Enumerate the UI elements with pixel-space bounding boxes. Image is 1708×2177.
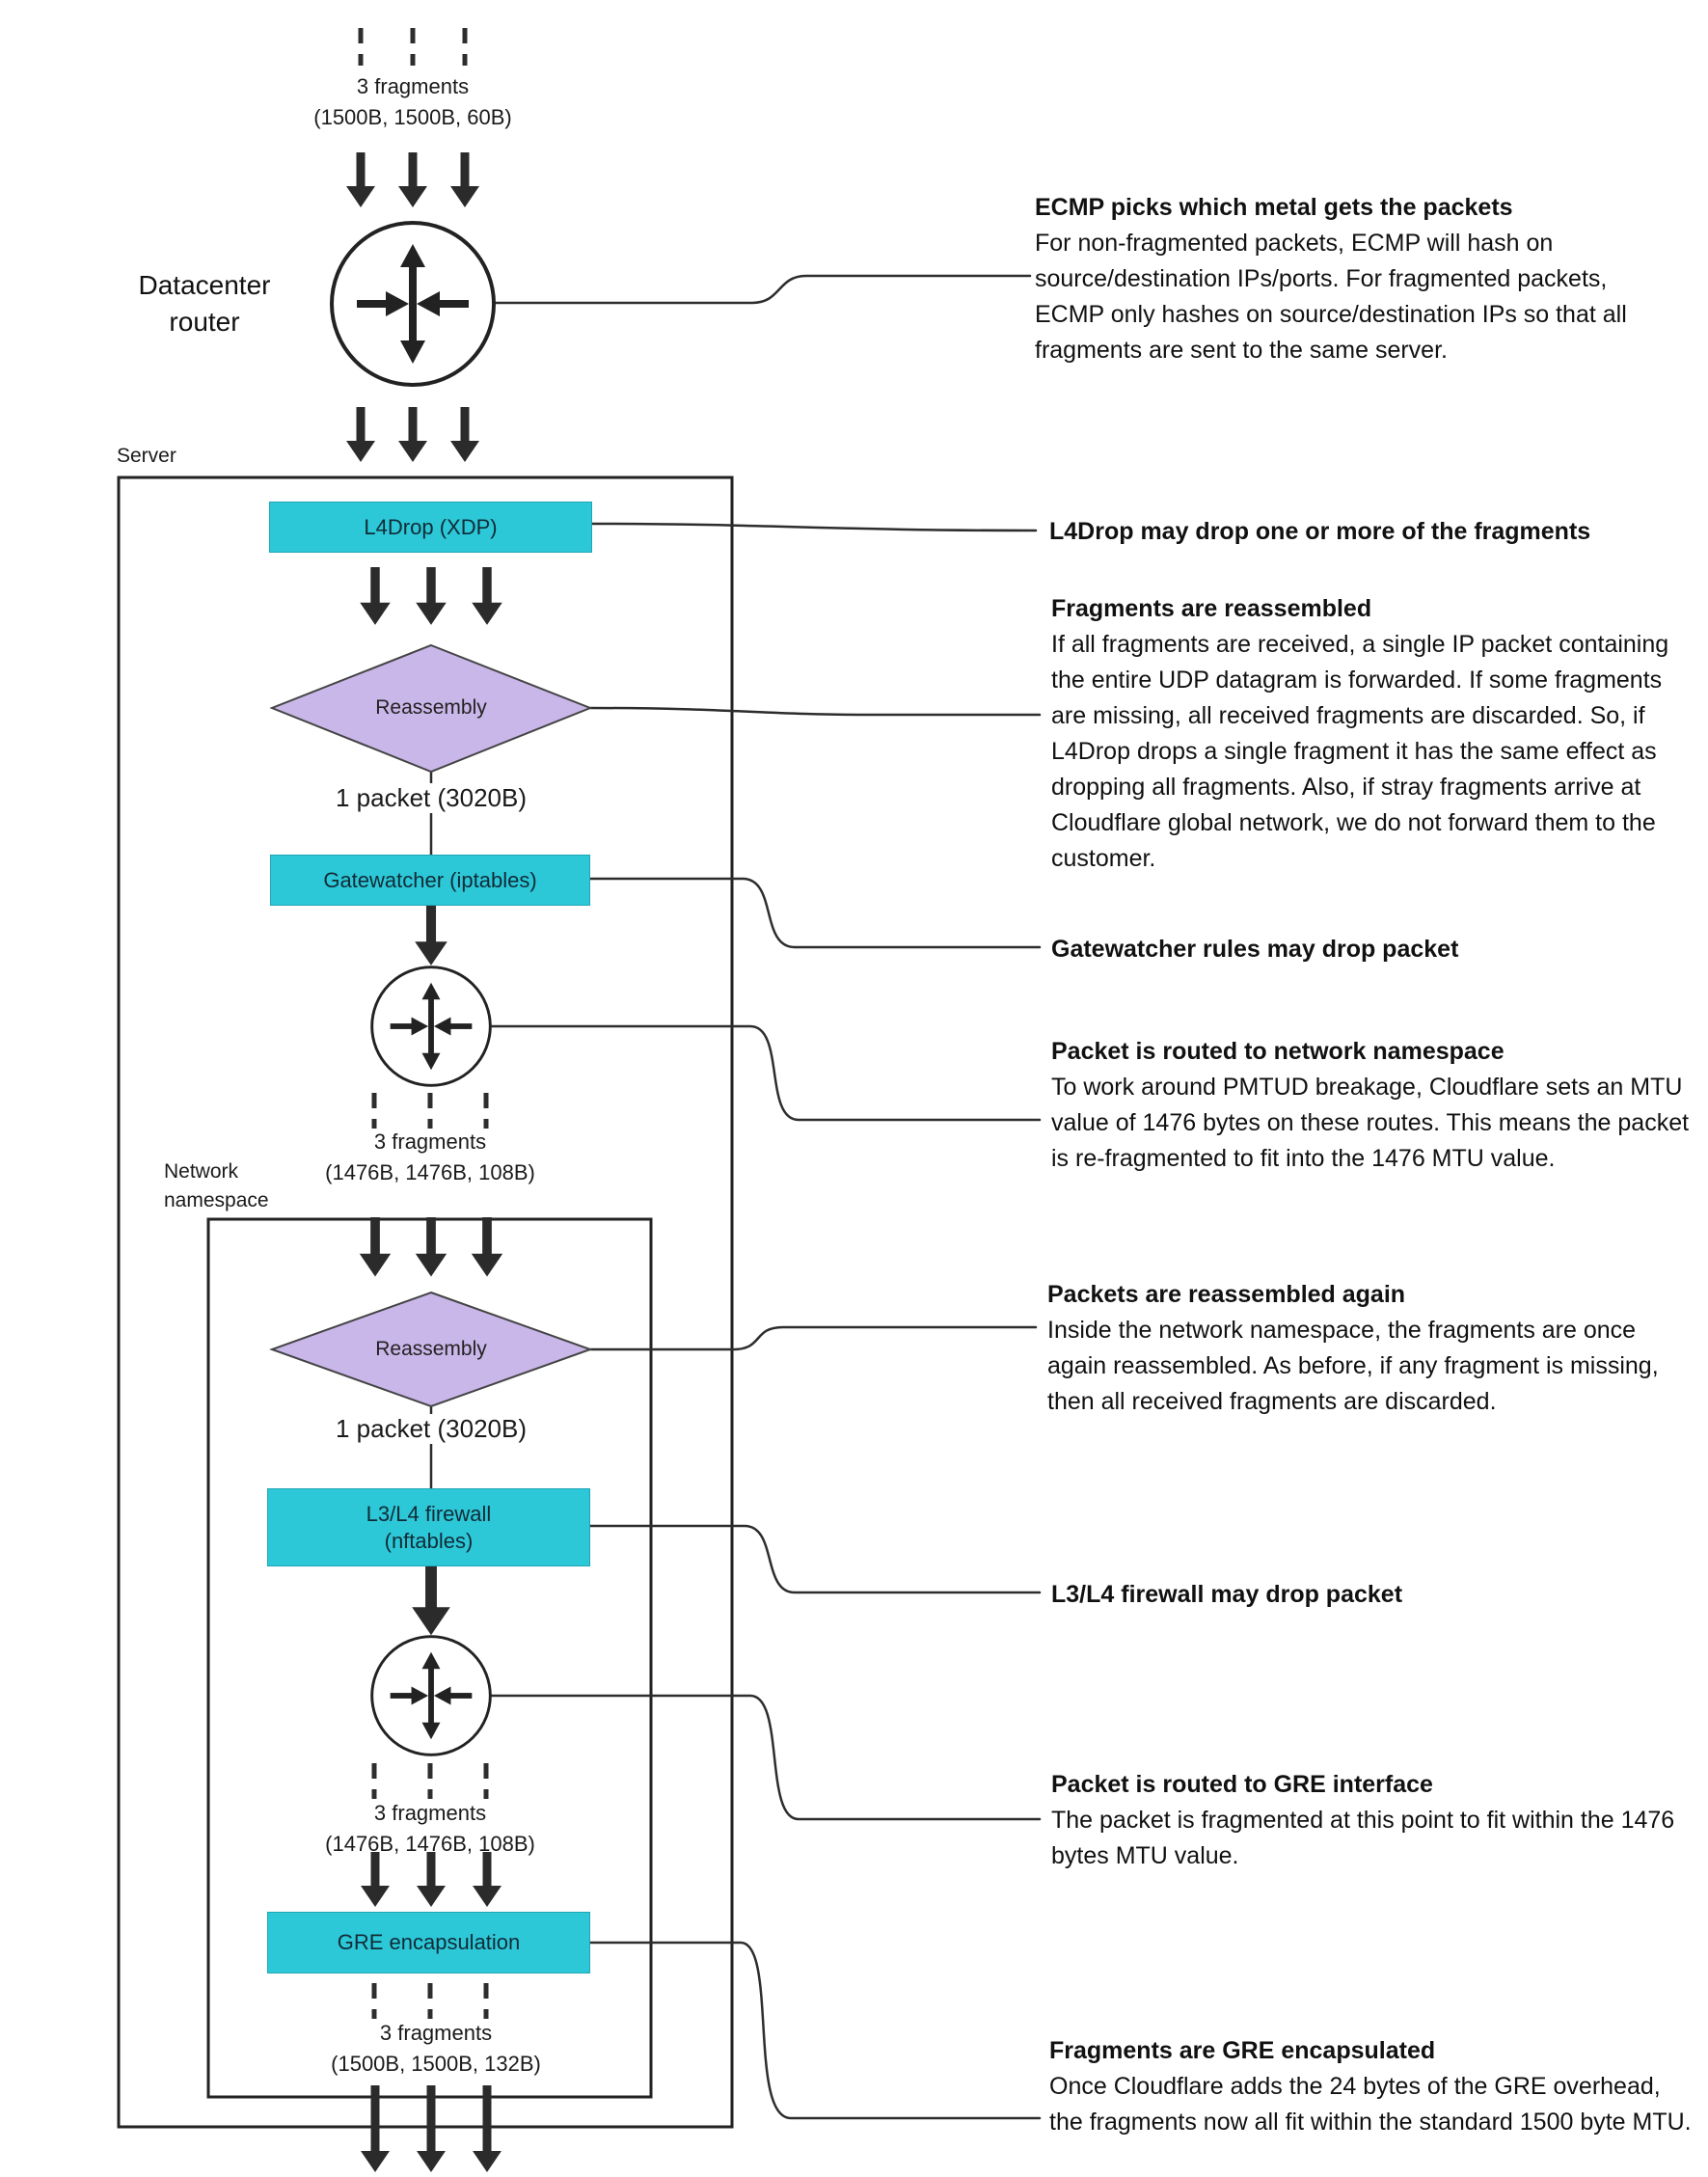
connector-gre-encap — [586, 1941, 1042, 2120]
packet1-label: 1 packet (3020B) — [325, 783, 537, 813]
reassembly2-label: Reassembly — [375, 1338, 487, 1360]
annotation-body: Once Cloudflare adds the 24 bytes of the… — [1049, 2073, 1692, 2136]
annotation-reassembly1: Fragments are reassembled If all fragmen… — [1051, 591, 1695, 877]
reassembly-diamond-1 — [269, 643, 593, 774]
reassembly1-label: Reassembly — [375, 696, 487, 719]
fragment-sizes: (1476B, 1476B, 108B) — [325, 1160, 535, 1184]
connector-l4drop — [588, 522, 1038, 532]
dashed-flow-lines — [358, 28, 489, 2019]
annotation-gre-encap: Fragments are GRE encapsulated Once Clou… — [1049, 2033, 1694, 2140]
connector-route-gre — [489, 1694, 1042, 1821]
connector-firewall — [586, 1524, 1042, 1594]
connector-gatewatcher — [586, 877, 1042, 949]
annotation-title: Packet is routed to GRE interface — [1051, 1771, 1433, 1798]
annotation-title: L4Drop may drop one or more of the fragm… — [1049, 518, 1591, 545]
annotation-route-gre: Packet is routed to GRE interface The pa… — [1051, 1767, 1695, 1874]
annotation-connectors — [489, 274, 1042, 2120]
firewall-label: L3/L4 firewall (nftables) — [366, 1501, 492, 1553]
l4drop-node: L4Drop (XDP) — [269, 502, 592, 553]
annotation-route-netns: Packet is routed to network namespace To… — [1051, 1034, 1695, 1177]
packet2-label: 1 packet (3020B) — [325, 1414, 537, 1444]
connector-reassembly2 — [588, 1325, 1038, 1351]
datacenter-router-label: Datacenter router — [138, 270, 271, 337]
gatewatcher-node: Gatewatcher (iptables) — [270, 855, 590, 906]
annotation-firewall: L3/L4 firewall may drop packet — [1051, 1577, 1695, 1613]
fragment-count: 3 fragments — [373, 1801, 487, 1825]
annotation-body: If all fragments are received, a single … — [1051, 631, 1669, 872]
gre-label: GRE encapsulation — [337, 1930, 521, 1954]
annotation-body: To work around PMTUD breakage, Cloudflar… — [1051, 1074, 1690, 1172]
route-netns-icon — [370, 966, 492, 1087]
annotation-body: The packet is fragmented at this point t… — [1051, 1807, 1675, 1869]
annotation-gatewatcher: Gatewatcher rules may drop packet — [1051, 932, 1695, 967]
connector-route-netns — [489, 1024, 1042, 1122]
annotation-ecmp: ECMP picks which metal gets the packets … — [1035, 190, 1679, 368]
server-label: Server — [117, 445, 176, 467]
connector-ecmp — [492, 274, 1032, 305]
out-fragments-label: 3 fragments (1500B, 1500B, 132B) — [331, 2018, 541, 2080]
annotation-title: L3/L4 firewall may drop packet — [1051, 1581, 1403, 1608]
firewall-node: L3/L4 firewall (nftables) — [267, 1488, 590, 1566]
fragment-sizes: (1500B, 1500B, 132B) — [331, 2052, 541, 2076]
connector-reassembly1 — [588, 706, 1042, 717]
server-box — [117, 476, 734, 2129]
annotation-title: ECMP picks which metal gets the packets — [1035, 194, 1513, 221]
annotation-title: Packet is routed to network namespace — [1051, 1038, 1505, 1065]
gre-in-fragments-label: 3 fragments (1476B, 1476B, 108B) — [325, 1798, 535, 1860]
annotation-reassembly2: Packets are reassembled again Inside the… — [1047, 1277, 1692, 1420]
l4drop-label: L4Drop (XDP) — [364, 514, 498, 539]
annotation-title: Fragments are GRE encapsulated — [1049, 2037, 1436, 2064]
netns-fragments-label: 3 fragments (1476B, 1476B, 108B) — [325, 1127, 535, 1188]
gatewatcher-label: Gatewatcher (iptables) — [323, 867, 537, 892]
annotation-title: Gatewatcher rules may drop packet — [1051, 936, 1459, 963]
fragment-sizes: (1500B, 1500B, 60B) — [313, 105, 512, 129]
fragment-sizes: (1476B, 1476B, 108B) — [325, 1832, 535, 1856]
annotation-title: Packets are reassembled again — [1047, 1281, 1406, 1308]
fragment-count: 3 fragments — [373, 1129, 487, 1154]
fragment-count: 3 fragments — [379, 2021, 493, 2045]
annotation-body: For non-fragmented packets, ECMP will ha… — [1035, 230, 1627, 364]
fragment-count: 3 fragments — [356, 74, 470, 98]
top-fragments-label: 3 fragments (1500B, 1500B, 60B) — [313, 71, 511, 133]
reassembly-diamond-2 — [269, 1291, 593, 1408]
gre-node: GRE encapsulation — [267, 1912, 590, 1973]
network-namespace-label: Network namespace — [164, 1160, 269, 1211]
annotation-l4drop: L4Drop may drop one or more of the fragm… — [1049, 514, 1694, 550]
datacenter-router-icon — [330, 221, 496, 387]
annotation-body: Inside the network namespace, the fragme… — [1047, 1317, 1659, 1415]
annotation-title: Fragments are reassembled — [1051, 595, 1372, 622]
route-gre-icon — [370, 1635, 492, 1756]
